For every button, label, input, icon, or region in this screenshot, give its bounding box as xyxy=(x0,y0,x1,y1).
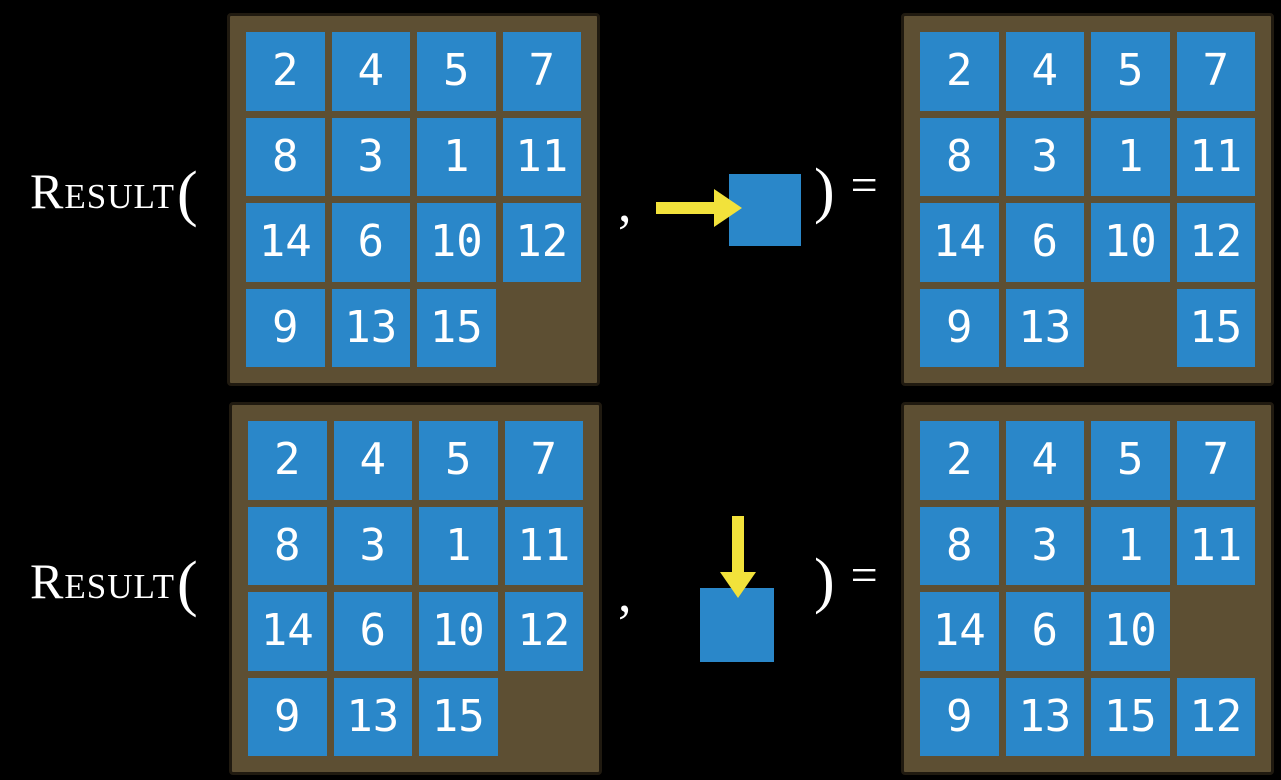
puzzle-tile: 9 xyxy=(246,288,325,367)
puzzle-tile: 13 xyxy=(1005,288,1084,367)
puzzle-tile: 3 xyxy=(333,506,412,585)
puzzle-tile: 11 xyxy=(504,506,583,585)
move-tile-square xyxy=(700,588,774,662)
puzzle-tile: 10 xyxy=(419,592,498,671)
puzzle-tile: 13 xyxy=(333,677,412,756)
puzzle-tile: 14 xyxy=(246,203,325,282)
puzzle-tile: 3 xyxy=(1005,117,1084,196)
puzzle-tile: 5 xyxy=(417,32,496,111)
puzzle-tile: 8 xyxy=(920,506,999,585)
equals-sign: = xyxy=(850,549,878,602)
comma-separator: , xyxy=(618,563,632,623)
puzzle-tile: 7 xyxy=(504,421,583,500)
comma-separator: , xyxy=(618,173,632,233)
puzzle-tile: 6 xyxy=(331,203,410,282)
puzzle-tile: 11 xyxy=(502,117,581,196)
function-label: Result( xyxy=(30,550,199,618)
puzzle-tile: 2 xyxy=(246,32,325,111)
puzzle-tile: 3 xyxy=(1005,506,1084,585)
puzzle-tile: 9 xyxy=(920,677,999,756)
puzzle-tile: 10 xyxy=(417,203,496,282)
puzzle-tile: 9 xyxy=(920,288,999,367)
puzzle-tile: 11 xyxy=(1176,117,1255,196)
puzzle-tile: 8 xyxy=(920,117,999,196)
move-tile-square xyxy=(729,174,801,246)
puzzle-tile: 4 xyxy=(331,32,410,111)
puzzle-tile: 7 xyxy=(502,32,581,111)
puzzle-tile: 1 xyxy=(419,506,498,585)
puzzle-tile: 4 xyxy=(333,421,412,500)
puzzle-tile: 15 xyxy=(417,288,496,367)
puzzle-tile: 15 xyxy=(419,677,498,756)
puzzle-tile: 10 xyxy=(1091,203,1170,282)
puzzle-tile: 10 xyxy=(1091,592,1170,671)
puzzle-tile: 4 xyxy=(1005,32,1084,111)
puzzle-tile: 15 xyxy=(1176,288,1255,367)
puzzle-tile: 9 xyxy=(248,677,327,756)
close-and-equals: ) = xyxy=(814,157,878,225)
puzzle-tile: 13 xyxy=(331,288,410,367)
puzzle-tile: 5 xyxy=(1091,421,1170,500)
puzzle-tile: 5 xyxy=(1091,32,1170,111)
close-and-equals: ) = xyxy=(814,547,878,615)
empty-cell xyxy=(1177,592,1256,671)
function-name: Result xyxy=(30,163,176,219)
puzzle-tile: 12 xyxy=(504,592,583,671)
puzzle-tile: 6 xyxy=(1005,592,1084,671)
puzzle-tile: 5 xyxy=(419,421,498,500)
empty-cell xyxy=(1091,289,1170,368)
puzzle-tile: 14 xyxy=(920,592,999,671)
puzzle-tile: 12 xyxy=(502,203,581,282)
function-name: Result xyxy=(30,553,176,609)
puzzle-tile: 8 xyxy=(248,506,327,585)
puzzle-tile: 4 xyxy=(1005,421,1084,500)
puzzle-tile: 1 xyxy=(1091,506,1170,585)
puzzle-tile: 8 xyxy=(246,117,325,196)
puzzle-tile: 6 xyxy=(1005,203,1084,282)
arrow-down-icon xyxy=(719,516,757,598)
puzzle-tile: 12 xyxy=(1176,677,1255,756)
puzzle-tile: 11 xyxy=(1176,506,1255,585)
puzzle-tile: 7 xyxy=(1176,421,1255,500)
puzzle-tile: 14 xyxy=(920,203,999,282)
puzzle-tile: 12 xyxy=(1176,203,1255,282)
function-label: Result( xyxy=(30,160,199,228)
puzzle-tile: 1 xyxy=(1091,117,1170,196)
puzzle-tile: 2 xyxy=(920,32,999,111)
puzzle-tile: 14 xyxy=(248,592,327,671)
puzzle-tile: 2 xyxy=(248,421,327,500)
puzzle-tile: 13 xyxy=(1005,677,1084,756)
puzzle-tile: 2 xyxy=(920,421,999,500)
puzzle-tile: 7 xyxy=(1176,32,1255,111)
equals-sign: = xyxy=(850,159,878,212)
puzzle-tile: 1 xyxy=(417,117,496,196)
puzzle-tile: 15 xyxy=(1091,677,1170,756)
empty-cell xyxy=(505,678,584,757)
arrow-right-icon xyxy=(656,188,742,228)
empty-cell xyxy=(503,289,582,368)
puzzle-tile: 6 xyxy=(333,592,412,671)
puzzle-tile: 3 xyxy=(331,117,410,196)
